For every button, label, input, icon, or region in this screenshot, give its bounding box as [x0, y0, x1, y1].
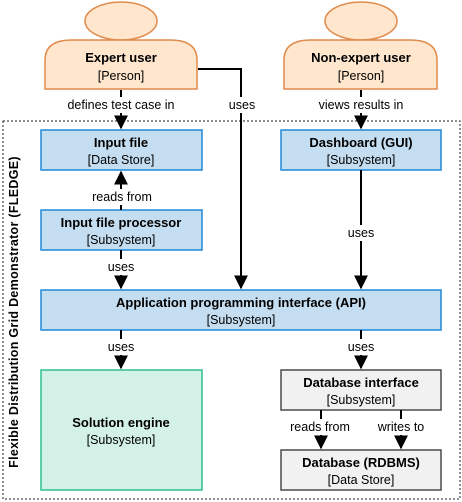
edge-label-processor-api: uses: [108, 260, 134, 274]
system-boundary-title: Flexible Distribution Grid Demonstrator …: [7, 156, 21, 468]
system-boundary: [2, 120, 461, 500]
box-dashboard: Dashboard (GUI) [Subsystem]: [280, 129, 442, 171]
box-database: Database (RDBMS) [Data Store]: [280, 449, 442, 491]
edge-label-nonexpert-dashboard: views results in: [319, 98, 404, 112]
edge-label-dashboard-api: uses: [348, 226, 374, 240]
box-type: [Subsystem]: [87, 433, 156, 447]
box-name: Dashboard (GUI): [309, 135, 412, 150]
box-name: Input file: [94, 135, 148, 150]
person-head: [324, 1, 398, 41]
person-nonexpert-user: Non-expert user [Person]: [283, 1, 438, 90]
edge-label-expert-api: uses: [229, 98, 255, 112]
box-name: Solution engine: [72, 415, 170, 430]
person-name: Expert user: [85, 50, 157, 65]
box-type: [Subsystem]: [327, 153, 396, 167]
box-input-file: Input file [Data Store]: [40, 129, 203, 171]
person-body: [283, 39, 438, 90]
person-name: Non-expert user: [311, 50, 411, 65]
box-api: Application programming interface (API) …: [40, 289, 442, 331]
box-type: [Subsystem]: [87, 233, 156, 247]
box-type: [Data Store]: [328, 473, 395, 487]
box-name: Database (RDBMS): [302, 455, 420, 470]
edge-label-dbinterface-db-write: writes to: [377, 420, 425, 434]
box-input-file-processor: Input file processor [Subsystem]: [40, 209, 203, 251]
person-type: [Person]: [338, 69, 385, 83]
box-name: Database interface: [303, 375, 419, 390]
box-type: [Subsystem]: [207, 313, 276, 327]
edge-label-dbinterface-db-read: reads from: [290, 420, 350, 434]
person-type: [Person]: [98, 69, 145, 83]
edge-label-api-solution: uses: [108, 340, 134, 354]
box-name: Application programming interface (API): [116, 295, 366, 310]
person-head: [84, 1, 158, 41]
edge-label-api-dbinterface: uses: [348, 340, 374, 354]
box-type: [Subsystem]: [327, 393, 396, 407]
person-body: [44, 39, 198, 90]
box-solution-engine: Solution engine [Subsystem]: [40, 369, 203, 491]
box-type: [Data Store]: [88, 153, 155, 167]
edge-label-processor-input: reads from: [92, 190, 152, 204]
edge-expert-api: [198, 68, 248, 290]
box-name: Input file processor: [61, 215, 182, 230]
box-database-interface: Database interface [Subsystem]: [280, 369, 442, 411]
edge-label-expert-input: defines test case in: [67, 98, 174, 112]
edge-labels: defines test case in uses views results …: [54, 97, 432, 435]
person-expert-user: Expert user [Person]: [44, 1, 198, 90]
